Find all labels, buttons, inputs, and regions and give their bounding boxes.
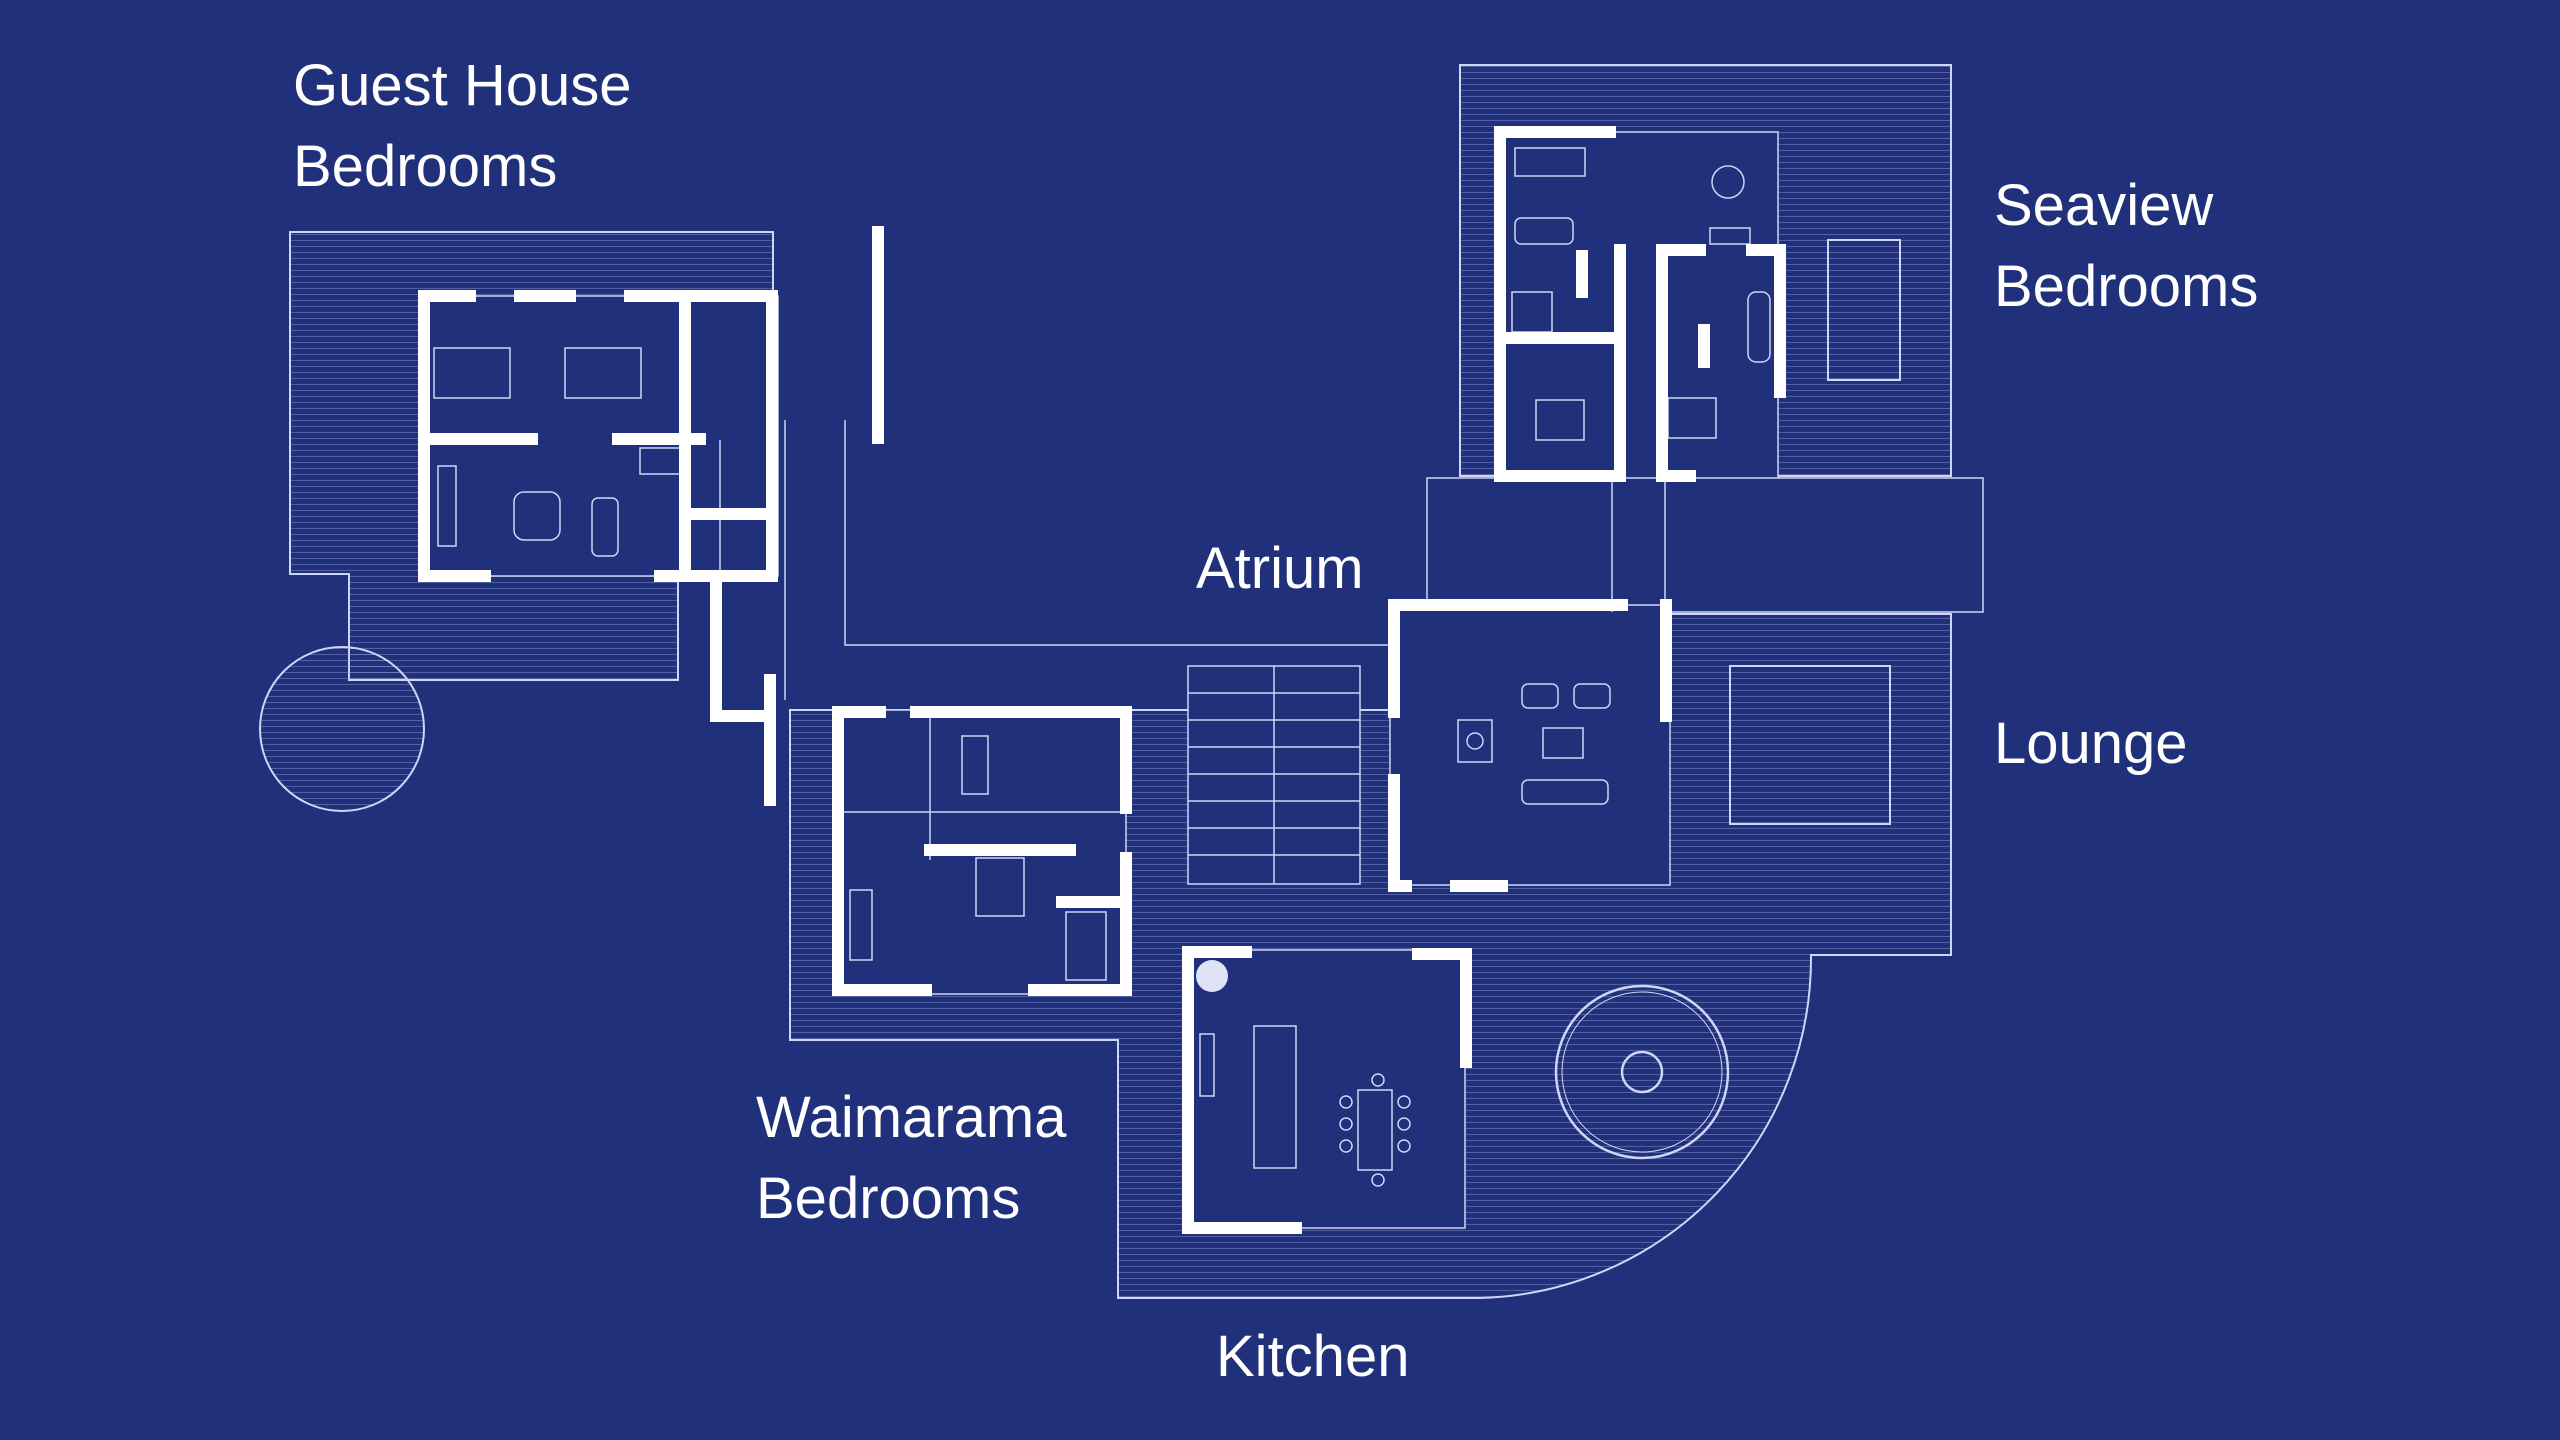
seaview-rooms: [1499, 131, 1779, 483]
kitchen-column: [1196, 960, 1228, 992]
atrium-bridge: [1426, 477, 1984, 613]
lounge-room: [1389, 604, 1671, 886]
kitchen-room: [1182, 949, 1466, 1229]
guest-house-round-deck: [259, 646, 425, 812]
walls: [418, 126, 1786, 1234]
